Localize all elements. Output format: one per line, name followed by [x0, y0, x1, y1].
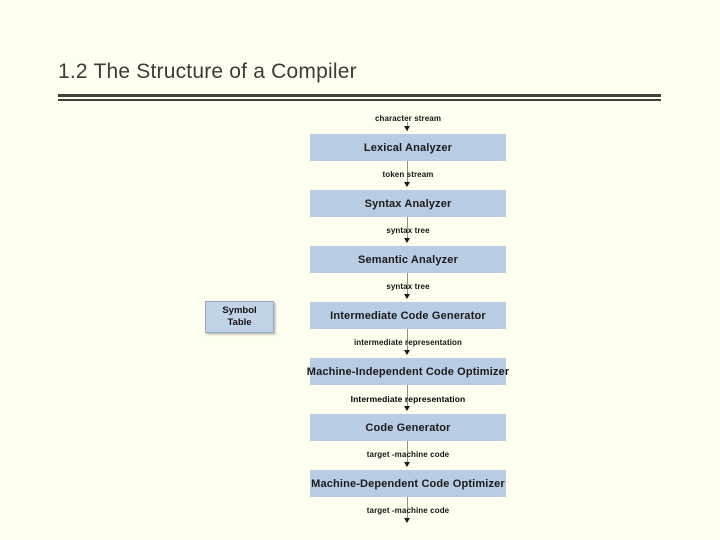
connector-line-6	[407, 441, 408, 466]
arrowhead-0	[404, 126, 410, 131]
arrowhead-6	[404, 462, 410, 467]
stage-box-semantic-analyzer[interactable]: Semantic Analyzer	[310, 246, 506, 273]
connector-line-7	[407, 497, 408, 522]
symbol-table-label-line2: Table	[227, 317, 252, 328]
symbol-table-label-line1: Symbol	[222, 305, 257, 316]
divider-line-thick	[58, 94, 661, 97]
flow-label-target-machine-code-2: target -machine code	[366, 506, 450, 515]
page-title: 1.2 The Structure of a Compiler	[58, 60, 357, 83]
connector-line-1	[407, 161, 408, 186]
arrowhead-5	[404, 406, 410, 411]
arrowhead-7	[404, 518, 410, 523]
flow-label-token-stream: token stream	[382, 170, 434, 179]
connector-line-3	[407, 273, 408, 298]
stage-box-code-generator[interactable]: Code Generator	[310, 414, 506, 441]
symbol-table-box[interactable]: Symbol Table	[205, 301, 274, 333]
connector-line-4	[407, 329, 408, 354]
connector-line-2	[407, 217, 408, 242]
arrowhead-3	[404, 294, 410, 299]
arrowhead-2	[404, 238, 410, 243]
stage-box-machine-independent-code-optimizer[interactable]: Machine-Independent Code Optimizer	[307, 358, 509, 385]
arrowhead-1	[404, 182, 410, 187]
flow-label-intermediate-representation-2: Intermediate representation	[350, 394, 466, 404]
stage-box-lexical-analyzer[interactable]: Lexical Analyzer	[310, 134, 506, 161]
title-divider-rule	[58, 94, 661, 101]
flow-label-target-machine-code-1: target -machine code	[366, 450, 450, 459]
flow-label-intermediate-representation-1: intermediate representation	[353, 338, 463, 347]
stage-box-intermediate-code-generator[interactable]: Intermediate Code Generator	[310, 302, 506, 329]
flow-label-syntax-tree-2: syntax tree	[386, 282, 430, 291]
stage-box-syntax-analyzer[interactable]: Syntax Analyzer	[310, 190, 506, 217]
flow-label-syntax-tree-1: syntax tree	[386, 226, 430, 235]
divider-line-thin	[58, 99, 661, 101]
stage-box-machine-dependent-code-optimizer[interactable]: Machine-Dependent Code Optimizer	[310, 470, 506, 497]
connector-line-5	[407, 385, 408, 410]
flow-label-character-stream: character stream	[374, 114, 442, 123]
arrowhead-4	[404, 350, 410, 355]
